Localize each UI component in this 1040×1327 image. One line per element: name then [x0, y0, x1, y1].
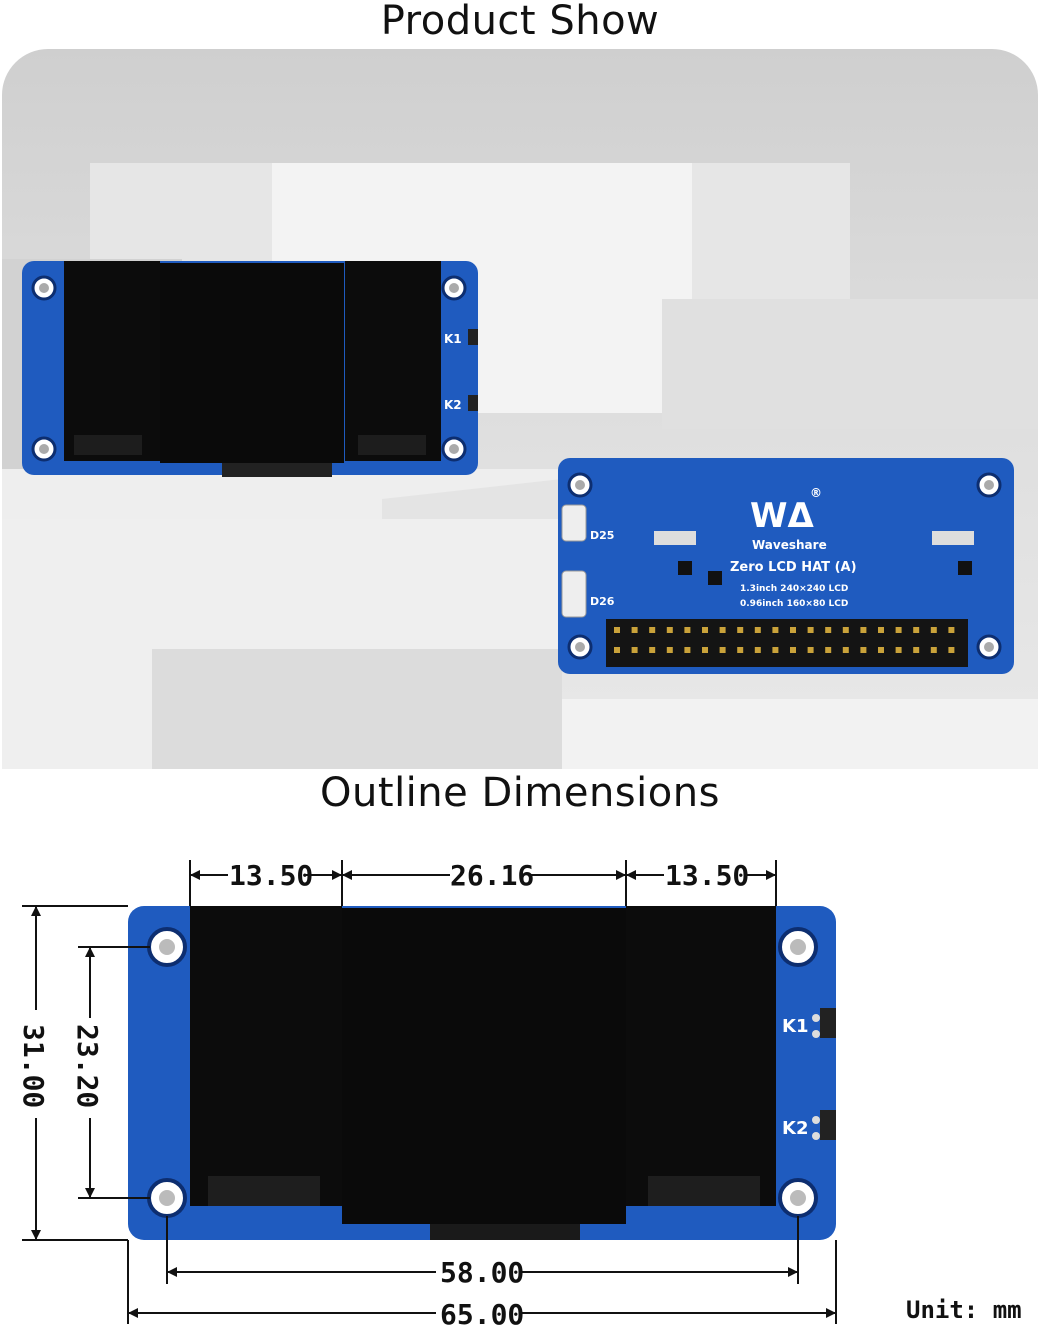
header-pin [930, 647, 937, 653]
header-pin [754, 647, 761, 653]
registered-icon: ® [810, 486, 822, 500]
dim-board-height: 31.00 [17, 1024, 50, 1108]
back-board: D25 D26 WΔ ® Waveshare Zero LCD HAT (A) … [558, 458, 1014, 674]
header-pin [842, 627, 849, 633]
header-pin [807, 627, 814, 633]
front-key1-label: K1 [444, 332, 462, 346]
header-pin [631, 647, 638, 653]
header-pin [631, 627, 638, 633]
header-pin [649, 647, 656, 653]
header-pin [719, 627, 726, 633]
led-d25-label: D25 [590, 529, 614, 542]
key2-label: K2 [782, 1118, 808, 1139]
outline-drawing: K1 K2 13.50 26.16 13.50 31.00 23.20 58. [17, 859, 837, 1327]
led-d26-label: D26 [590, 595, 615, 608]
right-screen [626, 906, 776, 1206]
header-pin [772, 627, 779, 633]
header-pin [702, 647, 708, 653]
header-pin [614, 647, 620, 653]
header-pin [684, 627, 691, 633]
header-pin [666, 627, 673, 633]
front-board: K1 K2 [22, 261, 478, 477]
left-screen [190, 906, 342, 1206]
header-pin [772, 647, 779, 653]
dim-center-screen-width: 26.16 [450, 859, 534, 892]
spec-line-1: 1.3inch 240×240 LCD [740, 584, 848, 594]
header-pin [948, 627, 955, 633]
header-pin [948, 647, 955, 653]
header-pin [719, 647, 726, 653]
header-pin [878, 647, 884, 653]
product-show-title: Product Show [380, 0, 660, 44]
header-pin [913, 627, 920, 633]
front-key2-label: K2 [444, 398, 462, 412]
key1-label: K1 [782, 1016, 808, 1037]
header-pin [702, 627, 708, 633]
header-pin [754, 627, 761, 633]
dim-right-screen-width: 13.50 [665, 859, 749, 892]
outline-dimensions-title: Outline Dimensions [320, 770, 720, 816]
header-pin [842, 647, 849, 653]
header-pin [860, 627, 867, 633]
header-pin [913, 647, 920, 653]
waveshare-logo: WΔ [750, 496, 815, 536]
header-pin [825, 627, 832, 633]
header-pin [737, 647, 744, 653]
spec-line-2: 0.96inch 160×80 LCD [740, 599, 848, 609]
dim-hole-spacing-horizontal: 58.00 [440, 1256, 524, 1289]
dim-hole-spacing-vertical: 23.20 [71, 1024, 104, 1108]
header-pin [737, 627, 744, 633]
dim-board-width: 65.00 [440, 1298, 524, 1327]
product-name: Zero LCD HAT (A) [730, 560, 857, 575]
header-pin [790, 647, 796, 653]
header-pin [860, 647, 867, 653]
header-pin [895, 647, 902, 653]
center-screen [342, 908, 626, 1224]
header-pin [825, 647, 832, 653]
header-pin [666, 647, 673, 653]
header-pin [878, 627, 884, 633]
header-pin [790, 627, 796, 633]
header-pin [807, 647, 814, 653]
header-pin [895, 627, 902, 633]
header-pin [930, 627, 937, 633]
product-photo: K1 K2 D25 D26 WΔ ® Waveshare Zero LCD HA… [2, 49, 1038, 769]
mounting-hole-icons [147, 927, 818, 1218]
header-pin [649, 627, 656, 633]
unit-label: Unit: mm [906, 1296, 1022, 1324]
brand-name: Waveshare [752, 538, 827, 552]
header-pin [684, 647, 691, 653]
dim-left-screen-width: 13.50 [229, 859, 313, 892]
header-pin [614, 627, 620, 633]
